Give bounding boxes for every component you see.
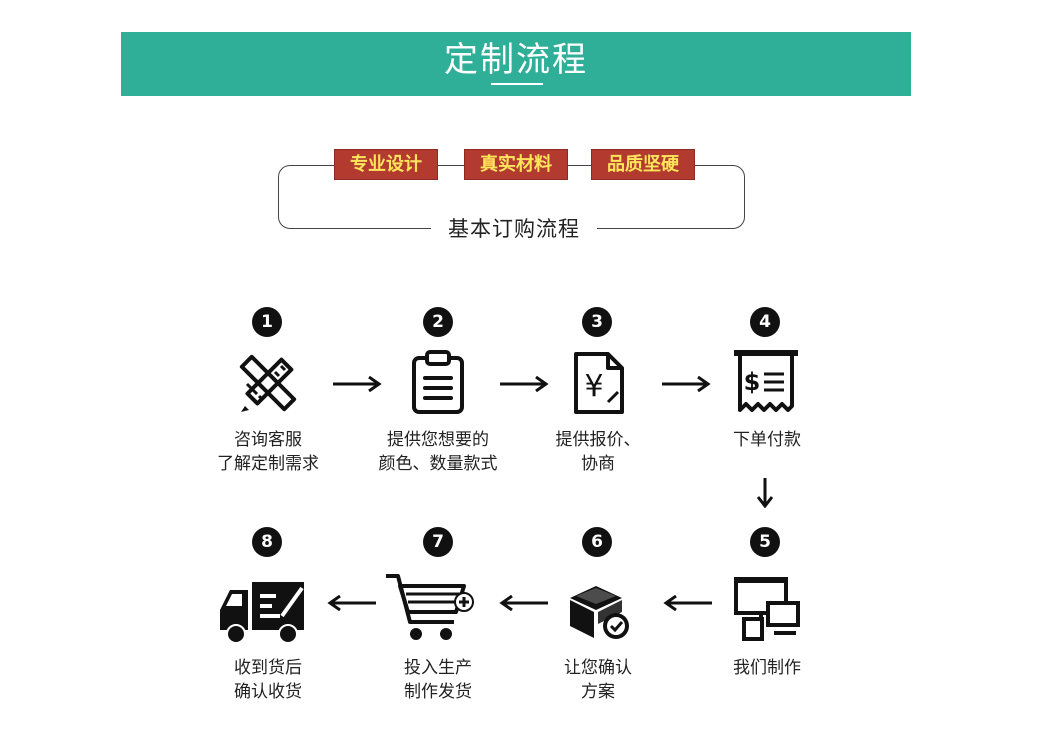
arrow-left-2 — [499, 595, 548, 611]
step-3-number: 3 — [582, 307, 612, 337]
step-2-label: 提供您想要的颜色、数量款式 — [378, 430, 498, 474]
package-check-icon — [570, 586, 629, 639]
step-7-number: 7 — [423, 527, 453, 557]
step-3-label: 提供报价、协商 — [555, 430, 641, 474]
yen-document-icon: ¥ — [574, 352, 624, 414]
clipboard-icon — [412, 350, 464, 414]
svg-text:¥: ¥ — [584, 369, 603, 404]
arrow-left-1 — [663, 595, 712, 611]
page-title: 定制流程 — [444, 40, 588, 80]
step-2-number: 2 — [423, 307, 453, 337]
svg-text:$: $ — [744, 368, 761, 396]
ruler-pencil-icon — [239, 354, 297, 412]
arrow-left-3 — [327, 595, 376, 611]
shopping-cart-add-icon — [386, 574, 474, 640]
step-1-label: 咨询客服了解定制需求 — [217, 430, 319, 474]
feature-tag-design: 专业设计 — [334, 149, 438, 180]
title-underline — [491, 83, 543, 85]
arrow-right-3 — [662, 376, 711, 392]
step-5-label: 我们制作 — [733, 658, 801, 678]
arrow-right-2 — [500, 376, 549, 392]
arrow-down — [757, 478, 773, 508]
step-5-number: 5 — [750, 527, 780, 557]
step-6-label: 让您确认方案 — [564, 658, 632, 702]
feature-tag-quality: 品质坚硬 — [591, 149, 695, 180]
step-7-label: 投入生产制作发货 — [404, 658, 472, 702]
step-8-number: 8 — [252, 527, 282, 557]
arrow-right-1 — [333, 376, 382, 392]
devices-icon — [734, 577, 800, 641]
header-banner: 定制流程 — [121, 32, 911, 96]
step-6-number: 6 — [582, 527, 612, 557]
step-4-number: 4 — [750, 307, 780, 337]
delivery-truck-icon — [220, 582, 304, 644]
process-subtitle: 基本订购流程 — [431, 214, 597, 244]
feature-tag-material: 真实材料 — [464, 149, 568, 180]
step-1-number: 1 — [252, 307, 282, 337]
step-4-label: 下单付款 — [733, 430, 801, 450]
dollar-receipt-icon: $ — [734, 350, 798, 412]
step-8-label: 收到货后确认收货 — [234, 658, 302, 702]
